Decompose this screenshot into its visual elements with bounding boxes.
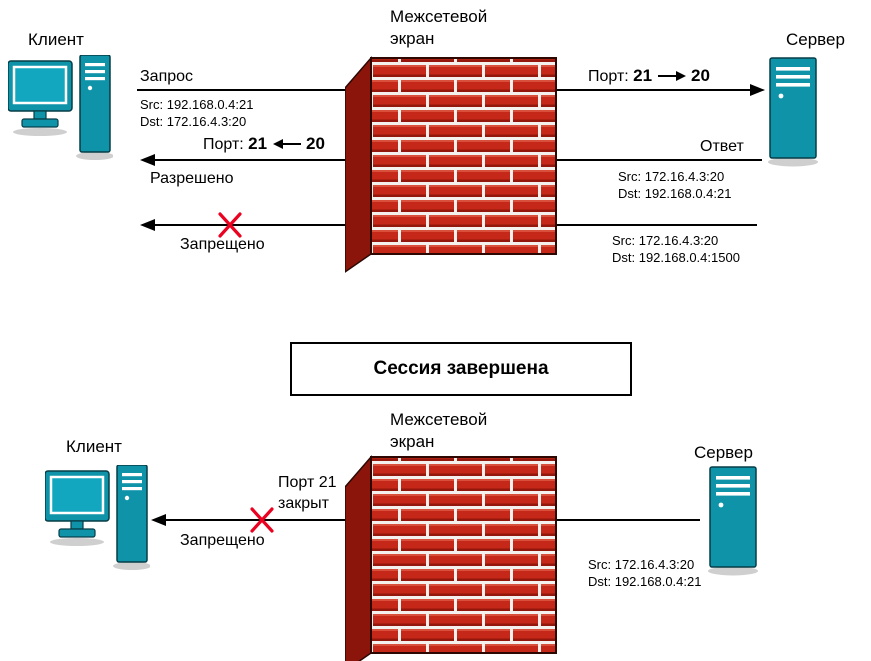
firewall-wall-icon [345, 55, 557, 273]
response-src-dst: Src: 172.16.4.3:20 Dst: 192.168.0.4:21 [618, 168, 731, 202]
blocked-verdict: Запрещено [180, 236, 265, 253]
request-port-label: Порт: 21 20 [588, 66, 710, 86]
closed-port-label-line2: закрыт [278, 495, 329, 512]
blocked-arrowhead-icon [140, 219, 155, 231]
request-port-from: 21 [633, 66, 653, 85]
blocked-cross-icon [218, 212, 242, 238]
closed-port-arrowhead-icon [151, 514, 166, 526]
closed-port-src-dst: Src: 172.16.4.3:20 Dst: 192.168.0.4:21 [588, 556, 701, 590]
request-port-to: 20 [691, 66, 710, 85]
client-computer-icon [8, 55, 113, 160]
response-label: Ответ [700, 138, 744, 155]
blocked-src: Src: 172.16.4.3:20 [612, 233, 719, 248]
server-icon [708, 466, 758, 576]
response-line-right [557, 159, 762, 161]
response-port-prefix: Порт: [203, 136, 244, 153]
closed-port-label: Порт 21 закрыт [278, 472, 337, 514]
response-arrowhead-icon [140, 154, 155, 166]
blocked-dst: Dst: 192.168.0.4:1500 [612, 250, 740, 265]
bottom-firewall-label: Межсетевой экран [390, 409, 487, 453]
closed-port-verdict: Запрещено [180, 532, 265, 549]
closed-port-src: Src: 172.16.4.3:20 [588, 557, 695, 572]
firewall-wall-icon [345, 454, 557, 661]
response-port-label: Порт: 21 20 [203, 134, 325, 154]
bottom-firewall-label-line2: экран [390, 432, 435, 451]
closed-port-dst: Dst: 192.168.0.4:21 [588, 574, 702, 589]
response-src: Src: 172.16.4.3:20 [618, 169, 725, 184]
top-firewall-label-line1: Межсетевой [390, 7, 488, 26]
port-arrow-left-icon [272, 139, 301, 149]
response-port-from: 21 [248, 134, 268, 153]
response-port-to: 20 [306, 134, 325, 153]
closed-port-cross-icon [250, 507, 274, 533]
top-client-label: Клиент [28, 30, 84, 49]
request-src-dst: Src: 192.168.0.4:21 Dst: 172.16.4.3:20 [140, 96, 253, 130]
port-arrow-right-icon [657, 71, 686, 81]
bottom-client-label: Клиент [66, 437, 122, 456]
response-dst: Dst: 192.168.0.4:21 [618, 186, 732, 201]
request-src: Src: 192.168.0.4:21 [140, 97, 254, 112]
response-line-left [155, 159, 345, 161]
client-computer-icon [45, 465, 150, 570]
bottom-server-label: Сервер [694, 443, 753, 462]
closed-port-line-right [557, 519, 700, 521]
request-dst: Dst: 172.16.4.3:20 [140, 114, 247, 129]
session-ended-banner: Сессия завершена [290, 342, 632, 396]
blocked-src-dst: Src: 172.16.4.3:20 Dst: 192.168.0.4:1500 [612, 232, 740, 266]
top-firewall-label-line2: экран [390, 29, 435, 48]
top-firewall-label: Межсетевой экран [390, 6, 487, 50]
closed-port-label-line1: Порт 21 [278, 474, 337, 491]
request-arrowhead-icon [750, 84, 765, 96]
server-icon [768, 57, 818, 167]
request-line-right [557, 89, 750, 91]
blocked-line-right [557, 224, 757, 226]
request-line-left [137, 89, 345, 91]
response-verdict: Разрешено [150, 170, 234, 187]
closed-port-line-left [166, 519, 345, 521]
blocked-line-left [155, 224, 345, 226]
top-server-label: Сервер [786, 30, 845, 49]
request-port-prefix: Порт: [588, 68, 629, 85]
request-label: Запрос [140, 68, 194, 85]
bottom-firewall-label-line1: Межсетевой [390, 410, 488, 429]
